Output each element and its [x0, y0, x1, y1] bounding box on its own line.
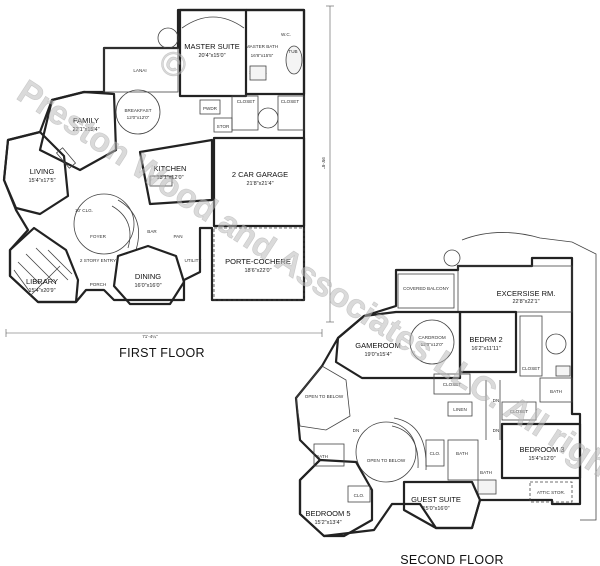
foyer-ceiling-note: 10' CLG.: [75, 208, 93, 213]
porte-cochere-name: PORTE-COCHERE: [225, 257, 291, 266]
second-floor-plan: EXCERSISE RM. 22'8"x22'1" COVERED BALCON…: [294, 232, 597, 566]
porch-name: PORCH: [90, 282, 107, 287]
first-floor-plan: 71'-4¼" 95'-8" MASTER SUITE 20'4"x15'0" …: [2, 5, 334, 360]
master-bath-name: MASTER BATH: [246, 44, 278, 49]
breakfast-name: BREAKFAST: [124, 108, 151, 113]
pwdr-label: PWDR: [203, 106, 218, 111]
bedroom5-dims: 15'2"x13'4": [314, 520, 341, 526]
master-closets: CLOSET CLOSET PWDR STOR: [199, 95, 305, 133]
guest-suite-name: GUEST SUITE: [411, 495, 461, 504]
attic-label: ATTIC STOR.: [537, 490, 565, 495]
closet-a-label: CLOSET: [522, 366, 541, 371]
two-story-entry-name: 2 STORY ENTRY: [80, 258, 116, 263]
first-floor-label: FIRST FLOOR: [119, 346, 205, 360]
bar-label: BAR: [147, 229, 157, 234]
foyer-name: FOYER: [90, 234, 107, 239]
bedrm2-dims: 16'2"x11'11": [471, 346, 500, 352]
utility-label: UTILITY: [184, 258, 201, 263]
bedroom-2-room: BEDRM 2 16'2"x11'11" CLOSET: [458, 310, 567, 377]
kitchen-name: KITCHEN: [154, 164, 187, 173]
dn-b-label: DN: [493, 428, 500, 433]
stair-and-open-areas: OPEN TO BELOW OPEN TO BELOW DN CLO. BATH…: [295, 365, 497, 495]
overall-width-dim: 71'-4¼": [142, 334, 158, 339]
master-bath-dims: 16'8"x15'5": [251, 53, 274, 58]
exercise-name: EXCERSISE RM.: [497, 289, 556, 298]
guest-suite-room: GUEST SUITE 15'0"x16'0": [402, 480, 482, 530]
foyer-room: FOYER 10' CLG. 2 STORY ENTRY PORCH BAR P…: [73, 193, 202, 287]
garage-dims: 21'8"x21'4": [246, 181, 273, 187]
dining-room: DINING 16'0"x16'0": [112, 244, 186, 306]
watermark-text: Preston Wood and Associates LLC. All rig…: [10, 73, 600, 566]
guest-suite-dims: 15'0"x16'0": [422, 506, 449, 512]
lanai-name: LANAI: [133, 68, 146, 73]
wc-label: W.C.: [281, 32, 291, 37]
kitchen-room: KITCHEN 18'1"x12'0": [138, 138, 214, 206]
exercise-dims: 22'8"x22'1": [512, 299, 539, 305]
stor-label: STOR: [217, 124, 230, 129]
dining-name: DINING: [135, 272, 161, 281]
breakfast-dims: 12'0"x12'0": [127, 115, 150, 120]
bedroom5-name: BEDROOM 5: [305, 509, 350, 518]
exercise-room: EXCERSISE RM. 22'8"x22'1": [457, 265, 573, 313]
kitchen-dims: 18'1"x12'0": [156, 175, 183, 181]
living-dims: 15'4"x17'5": [28, 178, 55, 184]
porte-cochere-room: PORTE-COCHERE 18'6"x22'0": [213, 227, 305, 301]
linen-label: LINEN: [453, 407, 467, 412]
bedroom3-name: BEDROOM 3: [519, 445, 564, 454]
overall-depth-dim: 95'-8": [321, 157, 326, 169]
bedroom-5-room: BATH CLO. BEDROOM 5 15'2"x13'4": [298, 443, 374, 538]
bath-b-label: BATH: [456, 451, 468, 456]
covered-balcony-name: COVERED BALCONY: [403, 286, 449, 291]
family-name: FAMILY: [73, 116, 99, 125]
pan-label: PAN: [173, 234, 182, 239]
attic-storage: ATTIC STOR.: [529, 481, 573, 503]
gameroom-name: GAMEROOM: [355, 341, 400, 350]
living-room: LIVING 15'4"x17'5": [2, 130, 77, 216]
library-dims: 15'4"x20'9": [28, 288, 55, 294]
garage-room: 2 CAR GARAGE 21'8"x21'4": [212, 136, 306, 228]
dn-a-label: DN: [493, 398, 500, 403]
closet1-label: CLOSET: [237, 99, 256, 104]
family-room: FAMILY 22'1"x15'4": [38, 90, 118, 172]
dimension-lines: 71'-4¼" 95'-8": [5, 5, 334, 339]
family-dims: 22'1"x15'4": [72, 127, 99, 133]
cardroom-name: CARDROOM: [418, 335, 445, 340]
second-floor-label: SECOND FLOOR: [400, 553, 504, 566]
master-suite-dims: 20'4"x15'0": [198, 53, 225, 59]
closet-b-label: CLOSET: [443, 382, 462, 387]
clo-b-label: CLO.: [354, 493, 365, 498]
open-below-2-label: OPEN TO BELOW: [367, 458, 406, 463]
library-room: LIBRARY 15'4"x20'9": [8, 226, 80, 304]
master-bath-room: MASTER BATH 16'8"x15'5" TUB W.C.: [246, 8, 306, 96]
garage-name: 2 CAR GARAGE: [232, 170, 288, 179]
living-name: LIVING: [30, 167, 55, 176]
dining-dims: 16'0"x16'0": [134, 283, 161, 289]
porte-cochere-dims: 18'6"x22'0": [244, 268, 271, 274]
breakfast-room: BREAKFAST 12'0"x12'0": [115, 89, 161, 135]
master-suite-name: MASTER SUITE: [184, 42, 239, 51]
mid-service-rooms: CLOSET LINEN CLOSET BATH DN DN: [433, 365, 573, 440]
lanai-room: LANAI: [103, 27, 179, 93]
tub-label: TUB: [288, 49, 297, 54]
gameroom-dims: 19'0"x15'4": [364, 352, 391, 358]
covered-balcony: COVERED BALCONY: [397, 273, 455, 309]
bath-c-label: BATH: [480, 470, 492, 475]
closet-c-label: CLOSET: [510, 409, 529, 414]
bedroom-3-room: BEDROOM 3 15'4"x12'0": [500, 422, 582, 480]
open-below-1-label: OPEN TO BELOW: [305, 394, 344, 399]
bedrm2-name: BEDRM 2: [469, 335, 502, 344]
closet2-label: CLOSET: [281, 99, 300, 104]
cardroom-dims: 12'0"x12'0": [421, 342, 444, 347]
clo-a-label: CLO.: [430, 451, 441, 456]
library-name: LIBRARY: [26, 277, 58, 286]
bath-a-label: BATH: [550, 389, 562, 394]
dn-c-label: DN: [353, 428, 360, 433]
bedroom3-dims: 15'4"x12'0": [528, 456, 555, 462]
bath-d-label: BATH: [316, 454, 328, 459]
